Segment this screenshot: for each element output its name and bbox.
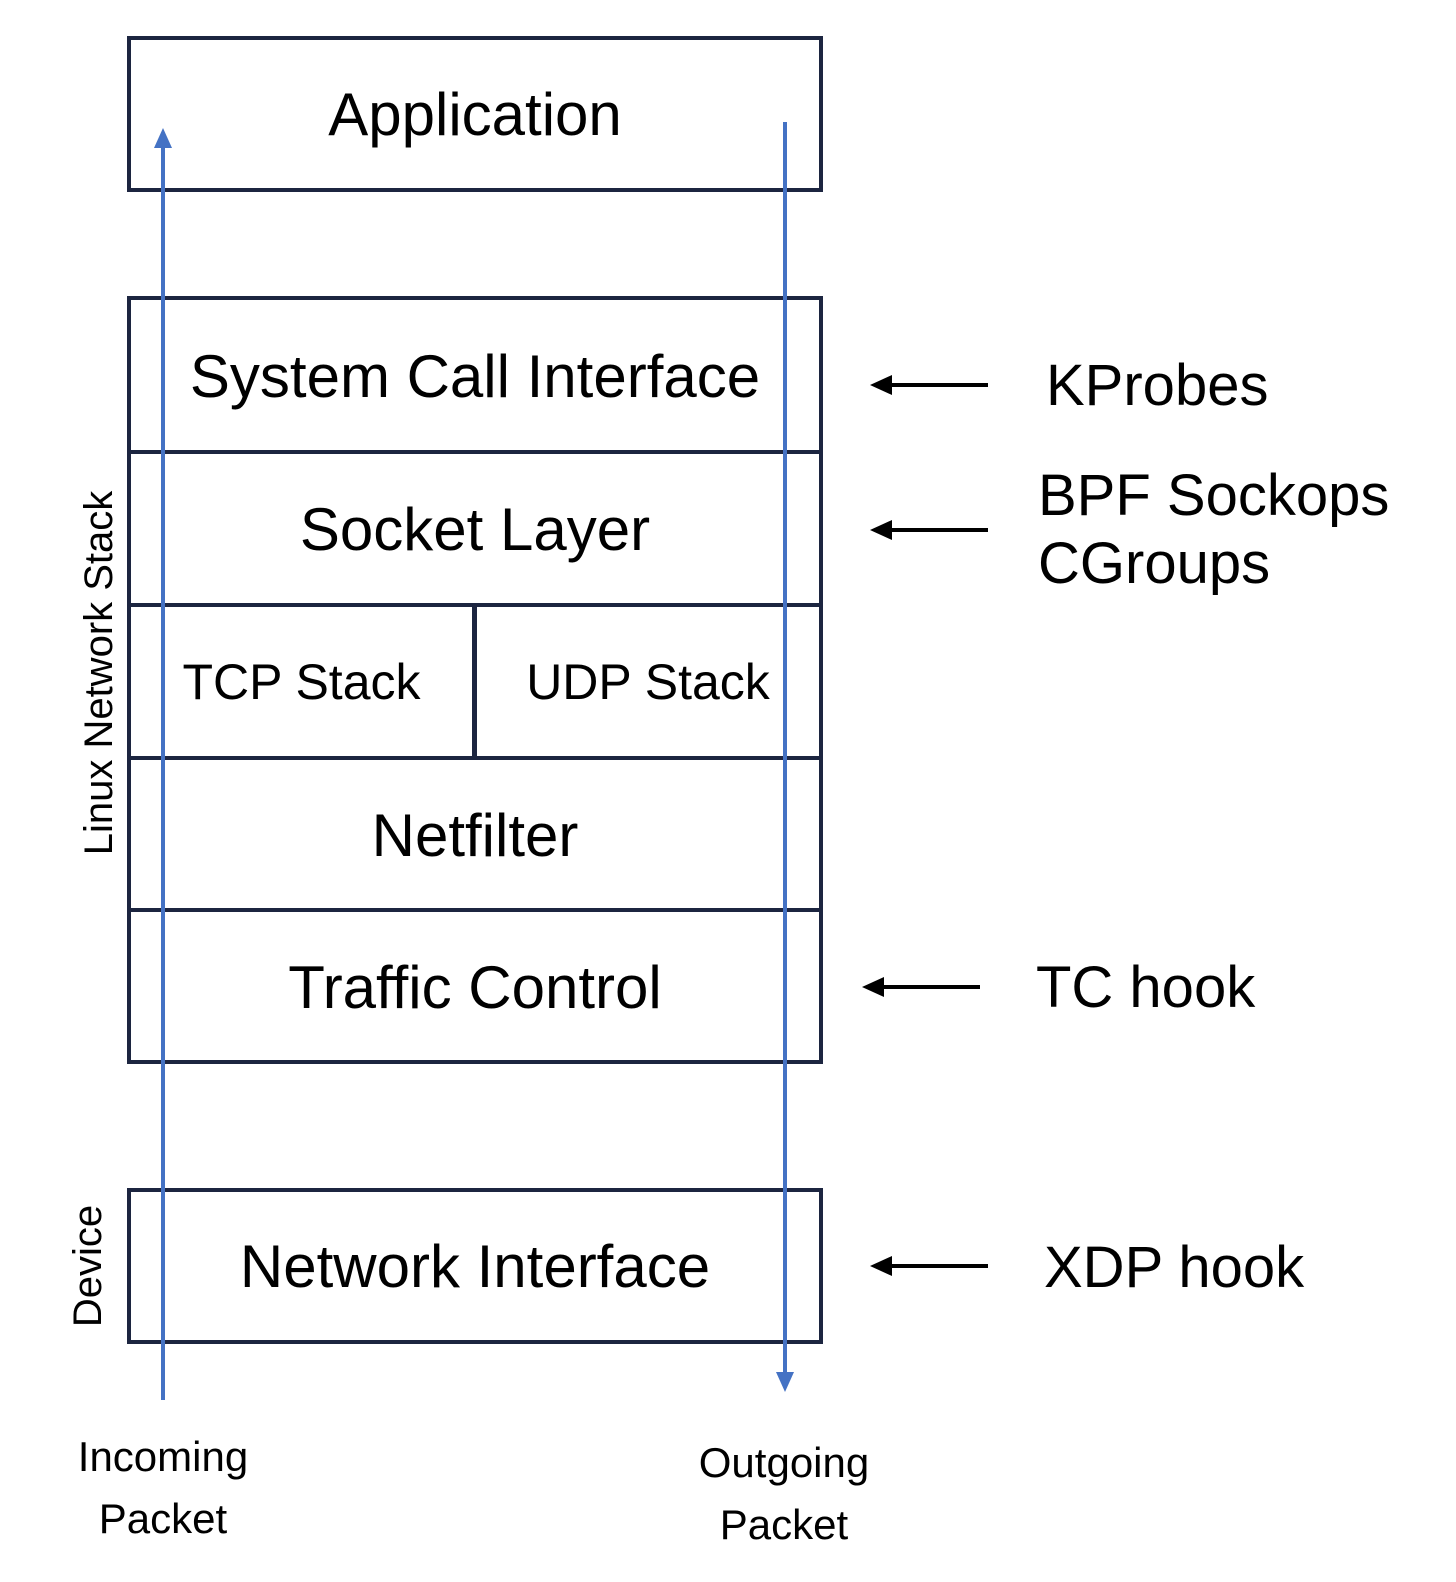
outgoing-line2: Packet	[719, 1501, 849, 1548]
divider-netfilter-tc	[127, 908, 823, 912]
incoming-line2: Packet	[98, 1495, 228, 1542]
udp-stack-label: UDP Stack	[526, 654, 770, 710]
netfilter-label: Netfilter	[371, 801, 579, 869]
outgoing-line1: Outgoing	[698, 1439, 870, 1486]
cgroups-label: CGroups	[1038, 531, 1271, 596]
tc-hook-label: TC hook	[1036, 955, 1256, 1020]
application-label: Application	[328, 80, 622, 148]
application-box	[127, 36, 823, 192]
bpf-sockops-arrowhead	[870, 520, 892, 540]
incoming-line1: Incoming	[77, 1433, 249, 1480]
system-call-interface-label: System Call Interface	[189, 342, 761, 410]
incoming-packet-label: Incoming Packet	[33, 1426, 293, 1550]
incoming-arrowhead	[154, 128, 172, 148]
traffic-control-label: Traffic Control	[288, 953, 662, 1021]
tc-hook-arrowhead	[862, 977, 884, 997]
tcp-stack-label: TCP Stack	[182, 654, 421, 710]
outgoing-arrowhead	[776, 1372, 794, 1392]
socket-layer-label: Socket Layer	[299, 495, 651, 563]
divider-transport-netfilter	[127, 756, 823, 760]
divider-tcp-udp	[472, 605, 477, 757]
divider-syscall-socket	[127, 450, 823, 454]
xdp-hook-arrowhead	[870, 1256, 892, 1276]
network-interface-box	[127, 1188, 823, 1344]
kprobes-arrowhead	[870, 375, 892, 395]
xdp-hook-label: XDP hook	[1044, 1235, 1305, 1300]
outgoing-packet-label: Outgoing Packet	[654, 1432, 914, 1556]
kprobes-label: KProbes	[1046, 353, 1269, 418]
network-interface-label: Network Interface	[239, 1232, 711, 1300]
bpf-sockops-label: BPF Sockops	[1038, 463, 1390, 528]
